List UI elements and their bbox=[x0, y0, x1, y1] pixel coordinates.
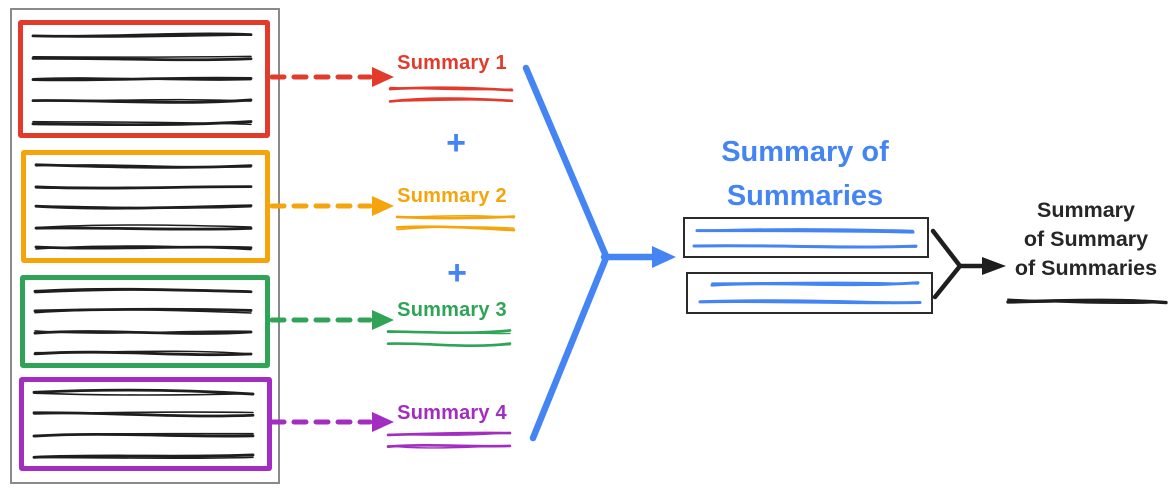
summary-of-summaries-title: Summary of Summaries bbox=[695, 130, 915, 218]
summary-1-label: Summary 1 bbox=[397, 52, 507, 74]
final-summary-label: Summary of Summary of Summaries bbox=[980, 196, 1170, 283]
merged-summary-box-2 bbox=[686, 272, 933, 314]
final-label-line-2: of Summary bbox=[1023, 227, 1149, 251]
final-label-line-1: Summary bbox=[1037, 198, 1135, 222]
merged-summary-box-1 bbox=[683, 217, 929, 258]
final-label-line-3: of Summaries bbox=[1014, 256, 1158, 280]
summary-4-label: Summary 4 bbox=[397, 402, 507, 424]
summary-2-label: Summary 2 bbox=[397, 185, 507, 207]
plus-icon-2: + bbox=[447, 254, 467, 292]
title-line-1: Summary of bbox=[721, 136, 889, 168]
title-line-2: Summaries bbox=[726, 180, 884, 212]
summary-3-label: Summary 3 bbox=[397, 299, 507, 321]
plus-icon-1: + bbox=[446, 124, 466, 162]
